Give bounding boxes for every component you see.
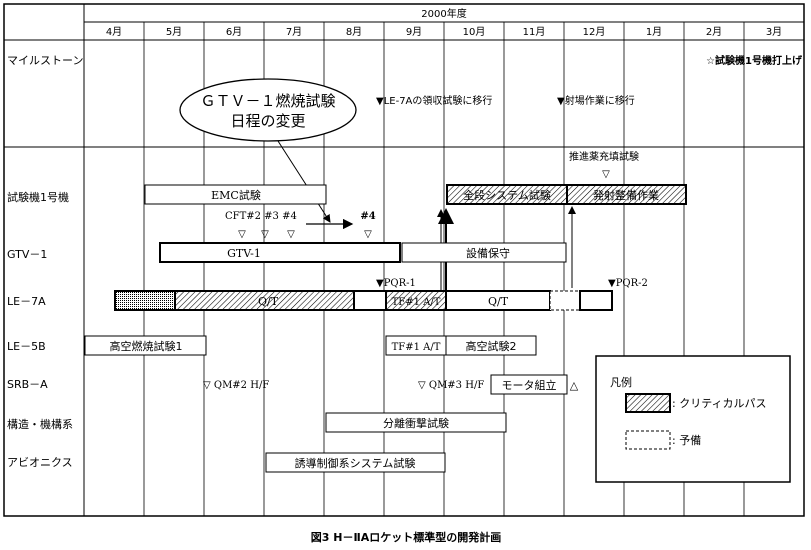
callout-line2: 日程の変更 bbox=[230, 112, 305, 130]
motor-assembly-label: モータ組立 bbox=[502, 378, 557, 392]
guidance-test-bar bbox=[265, 452, 446, 473]
cft4-new-label: #4 bbox=[360, 211, 375, 222]
row-label-milestone: マイルストーン bbox=[7, 54, 83, 67]
month-label: 4月 bbox=[106, 26, 122, 38]
full-system-test-label: 全段システム試験 bbox=[463, 188, 551, 202]
month-label: 3月 bbox=[766, 26, 782, 38]
emc-bar bbox=[144, 184, 327, 205]
month-label: 1月 bbox=[646, 26, 662, 38]
launch-prep-bar bbox=[566, 184, 687, 205]
le5b-altitude2-label: 高空試験2 bbox=[466, 339, 517, 353]
srb-qm2-label: ▽ QM#2 H/F bbox=[203, 380, 269, 391]
milestone-launch: ☆試験機1号機打上げ bbox=[706, 54, 803, 67]
month-label: 9月 bbox=[406, 26, 422, 38]
cft4-marker: ▽ bbox=[287, 229, 295, 240]
row-label-gtv1: GTV－1 bbox=[7, 248, 47, 261]
row-label-srba: SRB－A bbox=[7, 378, 48, 391]
month-label: 8月 bbox=[346, 26, 362, 38]
row-label-avionics: アビオニクス bbox=[7, 456, 73, 469]
row-label-tf1: 試験機1号機 bbox=[7, 190, 69, 204]
row-label-structure: 構造・機構系 bbox=[7, 417, 73, 431]
legend-reserve-swatch bbox=[625, 430, 671, 450]
launch-prep-label: 発射整備作業 bbox=[593, 188, 659, 202]
row-label-le7a: LE－7A bbox=[7, 295, 46, 308]
cft3-marker: ▽ bbox=[261, 229, 269, 240]
le7a-qt2-label: Q/T bbox=[488, 295, 509, 308]
gtv1-bar-label: GTV-1 bbox=[227, 247, 261, 260]
le7a-tf1-label: TF#1 A/T bbox=[392, 297, 441, 308]
callout-pointer bbox=[277, 140, 331, 223]
pqr2-label: ▼PQR-2 bbox=[608, 278, 648, 289]
le7a-reserve-bar bbox=[549, 290, 581, 311]
pqr1-label: ▼PQR-1 bbox=[376, 278, 416, 289]
chart-frame bbox=[3, 3, 805, 517]
milestone-range-ops: ▼射場作業に移行 bbox=[557, 94, 635, 107]
cft2-marker: ▽ bbox=[238, 229, 246, 240]
le7a-qt1-label: Q/T bbox=[258, 295, 279, 308]
maintenance-bar bbox=[401, 242, 567, 263]
le5b-altitude1-label: 高空燃焼試験1 bbox=[110, 339, 183, 353]
propellant-fill-marker: ▽ bbox=[602, 169, 610, 180]
month-label: 11月 bbox=[523, 26, 546, 38]
guidance-test-label: 誘導制御系システム試験 bbox=[295, 456, 416, 470]
month-label: 5月 bbox=[166, 26, 182, 38]
month-label: 12月 bbox=[583, 26, 606, 38]
month-label: 7月 bbox=[286, 26, 302, 38]
legend-critical-label: : クリティカルパス bbox=[672, 397, 767, 410]
month-label: 6月 bbox=[226, 26, 242, 38]
milestone-le7a-transfer: ▼LE-7Aの領収試験に移行 bbox=[376, 94, 492, 107]
motor-assembly-bar bbox=[490, 374, 568, 395]
maintenance-label: 設備保守 bbox=[466, 246, 510, 260]
month-gridlines bbox=[143, 22, 745, 516]
row-label-le5b: LE－5B bbox=[7, 340, 46, 353]
le5b-tf1-label: TF#1 A/T bbox=[392, 342, 441, 353]
callout-ellipse bbox=[179, 78, 357, 142]
year-header: 2000年度 bbox=[421, 7, 466, 20]
le7a-qt1-tail bbox=[353, 290, 387, 311]
month-label: 2月 bbox=[706, 26, 722, 38]
motor-assembly-end-marker: △ bbox=[570, 379, 579, 392]
month-labels: 4月 5月 6月 7月 8月 9月 10月 11月 12月 1月 2月 3月 bbox=[106, 26, 782, 38]
figure-caption: 図3 H－ⅡAロケット標準型の開発計画 bbox=[311, 530, 501, 544]
callout-line1: ＧＴＶ－１燃焼試験 bbox=[200, 92, 335, 110]
legend-title: 凡例 bbox=[610, 375, 632, 389]
cft-labels: CFT#2 #3 #4 bbox=[225, 211, 297, 222]
emc-label: EMC試験 bbox=[211, 188, 261, 202]
legend-critical-swatch bbox=[625, 393, 671, 413]
month-label: 10月 bbox=[463, 26, 486, 38]
le7a-qt2-end-bar bbox=[579, 290, 613, 311]
separation-test-bar bbox=[325, 412, 507, 433]
propellant-fill-label: 推進薬充填試験 bbox=[569, 150, 639, 163]
srb-qm3-label: ▽ QM#3 H/F bbox=[418, 380, 484, 391]
separation-test-label: 分離衝撃試験 bbox=[383, 416, 449, 430]
le5b-altitude2-bar bbox=[445, 335, 537, 356]
gtv1-bar bbox=[159, 242, 401, 263]
cft4-new-marker: ▽ bbox=[364, 229, 372, 240]
legend-reserve-label: : 予備 bbox=[672, 434, 701, 447]
le5b-altitude1-bar bbox=[84, 335, 207, 356]
legend-box bbox=[595, 355, 791, 483]
le7a-qt1-dotted bbox=[114, 290, 176, 311]
